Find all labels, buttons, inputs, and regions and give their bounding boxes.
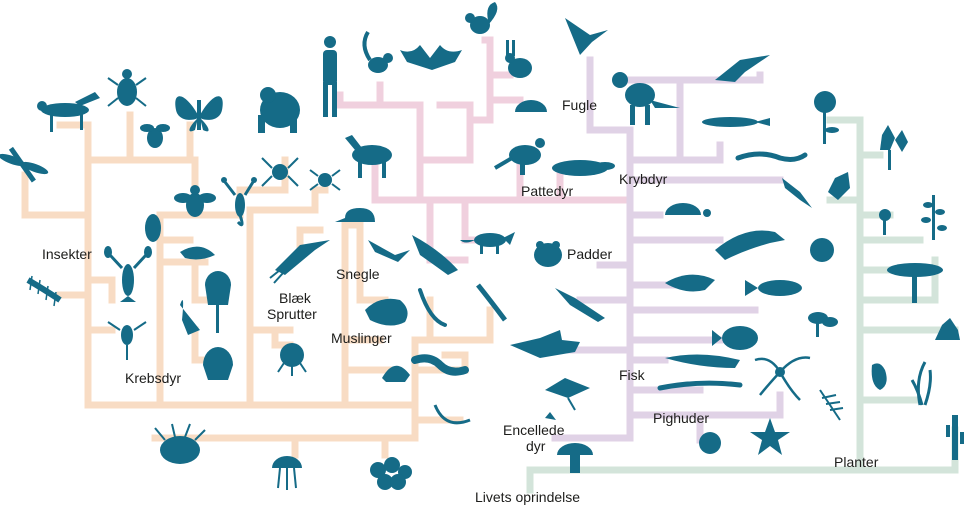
label-encellede-dyr: dyr bbox=[526, 439, 545, 454]
gorilla-icon bbox=[258, 87, 300, 133]
squid-icon bbox=[270, 240, 330, 283]
label-fisk: Fisk bbox=[619, 368, 645, 383]
barnacle-icon bbox=[180, 300, 200, 335]
sponge-icon bbox=[370, 457, 412, 490]
flower-icon bbox=[808, 312, 838, 337]
fish-icon bbox=[745, 280, 802, 296]
label-muslinger: Muslinger bbox=[331, 331, 392, 346]
sea-anemone-icon bbox=[155, 424, 205, 464]
tick-icon bbox=[310, 170, 340, 190]
frog-icon bbox=[534, 241, 562, 267]
tulip-icon bbox=[880, 125, 908, 170]
label-fugle: Fugle bbox=[562, 98, 597, 113]
trilobite-icon bbox=[203, 347, 233, 380]
flower-icon bbox=[828, 172, 850, 200]
centipede-icon bbox=[28, 276, 60, 306]
ray-icon bbox=[545, 378, 590, 410]
ichthyosaur-icon bbox=[715, 230, 785, 260]
label-encellede: Encellede bbox=[503, 423, 565, 438]
jellyfish-icon bbox=[272, 456, 302, 490]
spider-icon bbox=[262, 158, 298, 186]
label-pighuder: Pighuder bbox=[653, 411, 709, 426]
bee-icon bbox=[140, 124, 170, 148]
snake-icon bbox=[738, 154, 805, 159]
platypus-icon bbox=[552, 160, 615, 176]
shark-icon bbox=[510, 330, 580, 358]
beetle-icon bbox=[108, 69, 146, 106]
seaweed-icon bbox=[872, 363, 887, 390]
label-livets-oprindelse: Livets oprindelse bbox=[475, 490, 580, 505]
crocodile-icon bbox=[702, 117, 770, 127]
kangaroo-icon bbox=[495, 138, 545, 175]
label-blaek: Blæk bbox=[279, 291, 311, 306]
human-icon bbox=[323, 36, 337, 117]
woodlouse-icon bbox=[145, 214, 161, 242]
label-insekter: Insekter bbox=[42, 247, 92, 262]
label-krebsdyr: Krebsdyr bbox=[125, 371, 181, 386]
horse-icon bbox=[345, 135, 392, 178]
flower-icon bbox=[810, 238, 834, 262]
sea-slug-icon bbox=[368, 240, 410, 262]
snail-icon bbox=[335, 208, 375, 222]
horseshoe-crab-icon bbox=[205, 271, 231, 333]
squirrel-icon bbox=[465, 2, 497, 34]
fish-icon bbox=[665, 354, 740, 368]
bat-icon bbox=[400, 45, 462, 70]
fern-icon bbox=[921, 195, 947, 240]
label-planter: Planter bbox=[834, 455, 878, 470]
butterfly-icon bbox=[175, 96, 222, 131]
flower-icon bbox=[879, 209, 891, 235]
lemur-icon bbox=[364, 32, 393, 73]
label-padder: Padder bbox=[567, 247, 612, 262]
salamander-icon bbox=[555, 288, 605, 322]
lizard-icon bbox=[782, 178, 812, 208]
shrimp-icon bbox=[180, 247, 215, 260]
seaweed-icon bbox=[946, 415, 964, 460]
label-snegle: Snegle bbox=[336, 267, 380, 282]
label-sprutter: Sprutter bbox=[267, 307, 317, 322]
fish-icon bbox=[665, 275, 715, 292]
turtle-icon bbox=[665, 203, 711, 217]
fern-icon bbox=[820, 390, 843, 420]
label-pattedyr: Pattedyr bbox=[521, 184, 573, 199]
fish-icon bbox=[712, 326, 758, 350]
swallow-icon bbox=[565, 18, 608, 55]
amoeba-icon bbox=[545, 412, 556, 420]
dolphin-icon bbox=[412, 235, 458, 275]
sea-urchin-icon bbox=[699, 432, 721, 454]
label-krybdyr: Krybdyr bbox=[619, 172, 667, 187]
starfish-icon bbox=[750, 418, 790, 455]
